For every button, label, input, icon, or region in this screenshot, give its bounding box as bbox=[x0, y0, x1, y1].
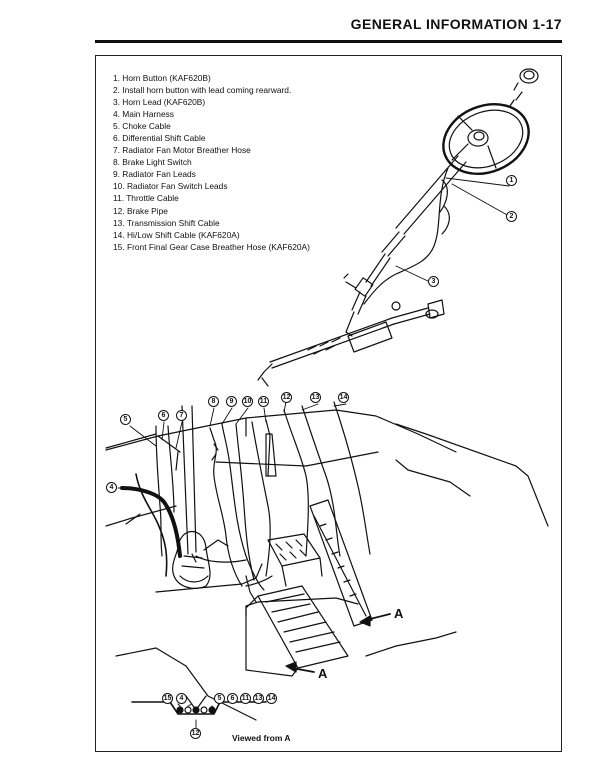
horn-button bbox=[509, 68, 539, 107]
callout-13: 13 bbox=[310, 392, 321, 403]
view-marker-a: A bbox=[318, 666, 328, 681]
routing-figure: 1. Horn Button (KAF620B) 2. Install horn… bbox=[95, 55, 562, 752]
inset-callout-15: 15 bbox=[162, 693, 173, 704]
legend-item: 15. Front Final Gear Case Breather Hose … bbox=[113, 241, 310, 252]
legend-item: 8. Brake Light Switch bbox=[113, 157, 192, 168]
callout-5: 5 bbox=[120, 414, 131, 425]
legend-item: 6. Differential Shift Cable bbox=[113, 133, 206, 144]
legend-item: 3. Horn Lead (KAF620B) bbox=[113, 97, 206, 108]
legend-item: 9. Radiator Fan Leads bbox=[113, 169, 196, 180]
inset-callout-4: 4 bbox=[176, 693, 187, 704]
inset-caption: Viewed from A bbox=[232, 733, 291, 743]
steering-column bbox=[343, 155, 467, 337]
routing-drawing bbox=[105, 68, 549, 729]
harness-cables bbox=[120, 401, 371, 591]
callout-3: 3 bbox=[428, 276, 439, 287]
inset-callout-6: 6 bbox=[227, 693, 238, 704]
steering-wheel bbox=[442, 103, 530, 175]
legend-item: 1. Horn Button (KAF620B) bbox=[113, 73, 211, 83]
view-marker-a: A bbox=[394, 606, 404, 621]
legend-item: 10. Radiator Fan Switch Leads bbox=[113, 181, 228, 192]
accelerator-pedal bbox=[309, 499, 373, 627]
callout-2: 2 bbox=[506, 211, 517, 222]
page-header: GENERAL INFORMATION 1-17 bbox=[0, 10, 600, 34]
legend-item: 14. Hi/Low Shift Cable (KAF620A) bbox=[113, 229, 240, 240]
inset-callout-12: 12 bbox=[190, 728, 201, 739]
callout-10: 10 bbox=[242, 396, 253, 407]
header-rule bbox=[95, 40, 562, 43]
callout-7: 7 bbox=[176, 410, 187, 421]
legend-item: 13. Transmission Shift Cable bbox=[113, 217, 220, 228]
legend-item: 7. Radiator Fan Motor Breather Hose bbox=[113, 145, 251, 156]
horn-lead bbox=[363, 167, 450, 305]
callout-9: 9 bbox=[226, 396, 237, 407]
callout-4: 4 bbox=[106, 482, 117, 493]
parts-legend: 1. Horn Button (KAF620B) 2. Install horn… bbox=[113, 72, 310, 253]
inset-callout-14: 14 bbox=[266, 693, 277, 704]
callout-1: 1 bbox=[506, 175, 517, 186]
legend-item: 5. Choke Cable bbox=[113, 121, 171, 132]
callout-6: 6 bbox=[158, 410, 169, 421]
view-arrows bbox=[285, 613, 391, 673]
steering-rack bbox=[257, 299, 445, 387]
page-title: GENERAL INFORMATION 1-17 bbox=[350, 16, 562, 32]
legend-item: 11. Throttle Cable bbox=[113, 193, 179, 204]
legend-item: 2. Install horn button with lead coming … bbox=[113, 85, 292, 96]
callout-leaders bbox=[117, 177, 510, 729]
shift-lever bbox=[172, 405, 229, 589]
callout-12: 12 bbox=[281, 392, 292, 403]
legend-item: 12. Brake Pipe bbox=[113, 205, 168, 216]
brake-pedal bbox=[267, 533, 323, 587]
callout-11: 11 bbox=[258, 396, 269, 407]
inset-callout-11: 11 bbox=[240, 693, 251, 704]
inset-callout-5: 5 bbox=[214, 693, 225, 704]
callout-8: 8 bbox=[208, 396, 219, 407]
inset-callout-13: 13 bbox=[253, 693, 264, 704]
callout-14: 14 bbox=[338, 392, 349, 403]
legend-item: 4. Main Harness bbox=[113, 109, 174, 120]
